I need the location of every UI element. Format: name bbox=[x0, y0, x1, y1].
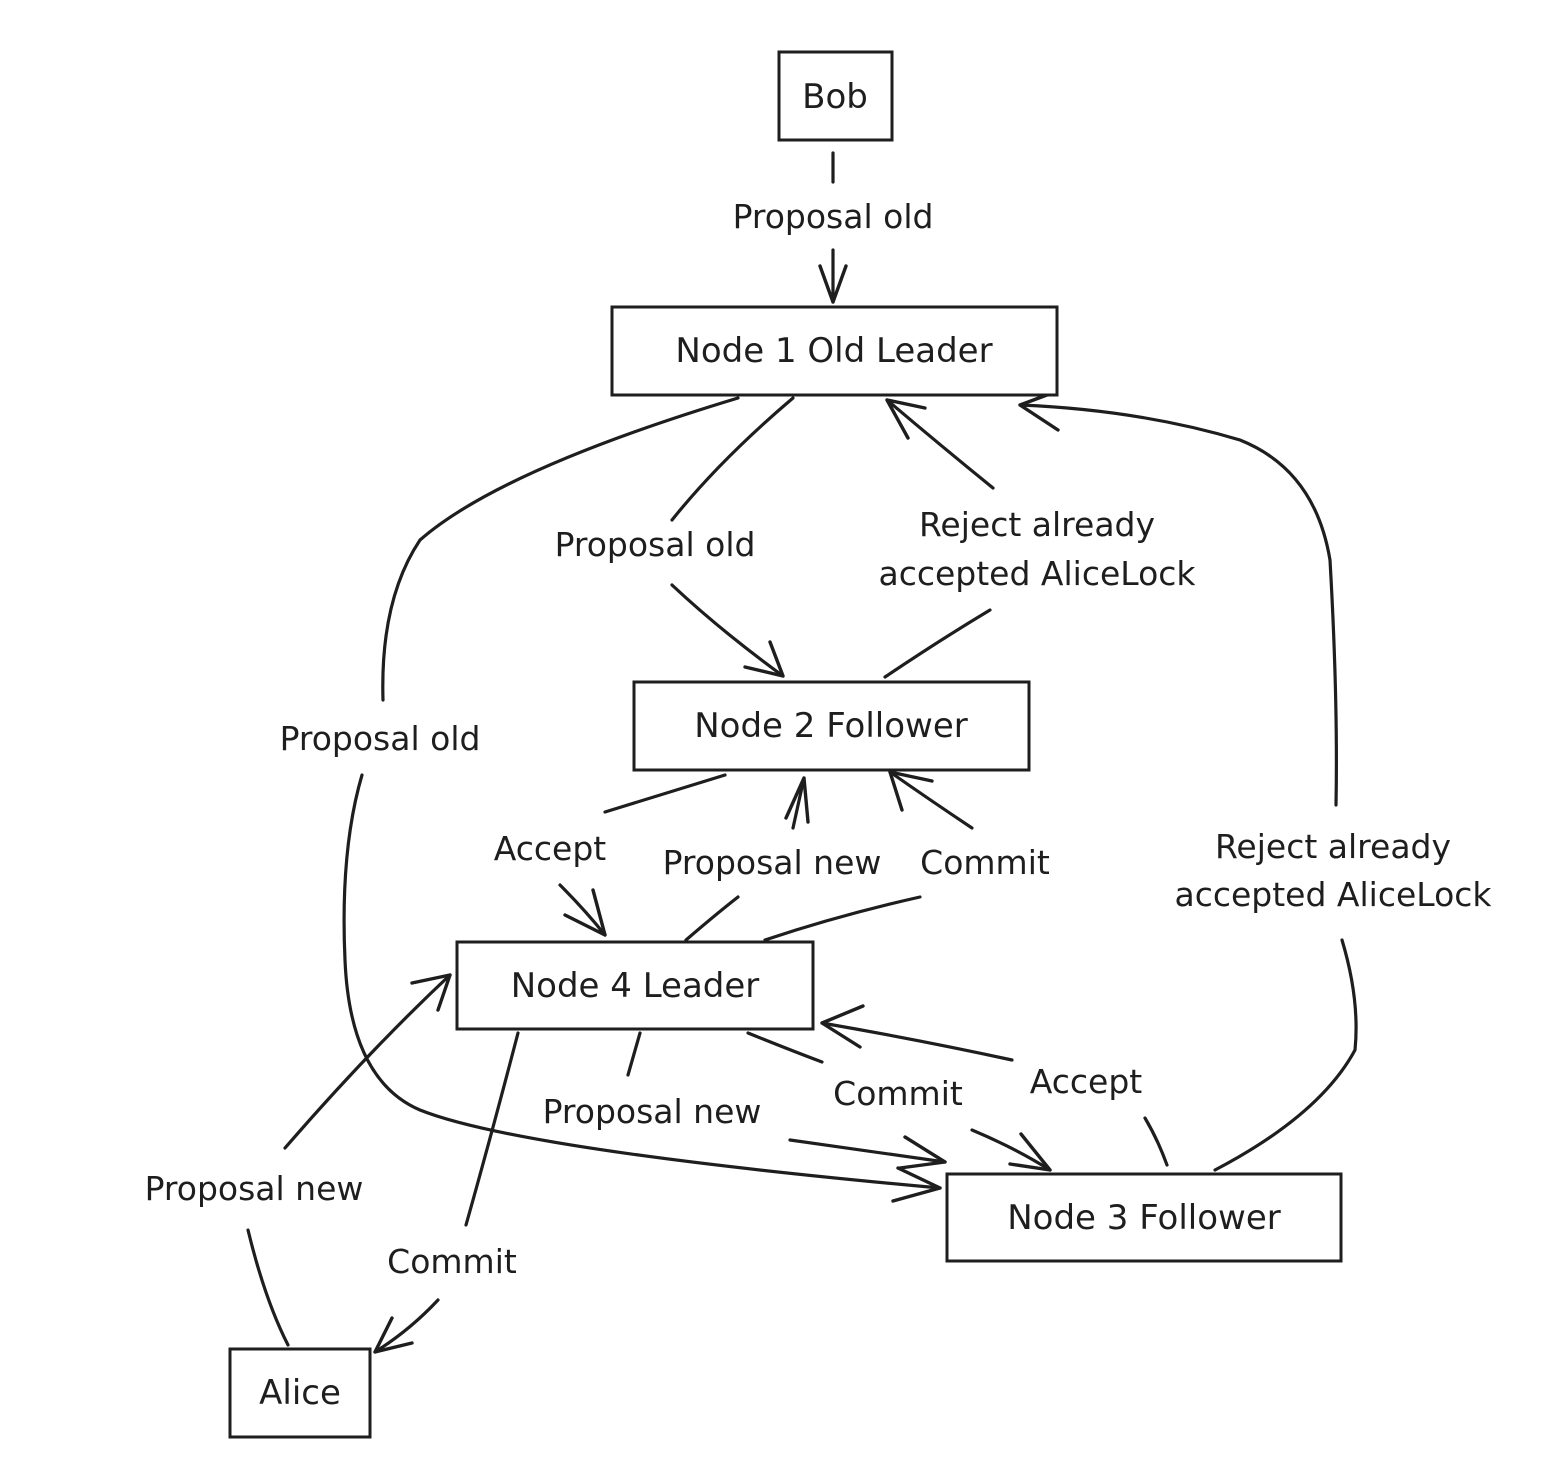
node-3-follower[interactable]: Node 3 Follower bbox=[945, 1172, 1343, 1263]
edge-node1-to-node2 bbox=[670, 396, 795, 678]
node-2-follower[interactable]: Node 2 Follower bbox=[632, 680, 1031, 772]
edge-node2-to-node4 bbox=[558, 773, 727, 937]
edge-node1-to-node3 bbox=[342, 396, 942, 1203]
edge-bob-to-node1 bbox=[818, 151, 848, 304]
edge-node4-to-node2-proposal bbox=[684, 776, 810, 942]
edge-label-node1-node2: Proposal old bbox=[555, 525, 756, 564]
edge-label-node4-node2-commit: Commit bbox=[920, 843, 1050, 882]
edge-node4-to-alice bbox=[373, 1031, 520, 1354]
node-1-old-leader[interactable]: Node 1 Old Leader bbox=[610, 305, 1059, 397]
edge-label-node4-node2-proposal: Proposal new bbox=[663, 843, 882, 882]
node-bob-label: Bob bbox=[802, 77, 868, 117]
edge-label-node2-node4: Accept bbox=[494, 829, 607, 868]
node-4-label: Node 4 Leader bbox=[511, 966, 760, 1006]
edge-node4-to-node3-proposal bbox=[626, 1031, 947, 1170]
edge-label-alice-node4: Proposal new bbox=[145, 1169, 364, 1208]
edge-label-node4-node3-commit: Commit bbox=[833, 1074, 963, 1113]
edge-label-node4-node3-proposal: Proposal new bbox=[543, 1092, 762, 1131]
edge-label-node1-node3: Proposal old bbox=[280, 719, 481, 758]
edge-label-node3-node1-line2: accepted AliceLock bbox=[1174, 875, 1492, 914]
edge-node4-to-node3-commit bbox=[746, 1031, 1052, 1172]
node-alice[interactable]: Alice bbox=[228, 1347, 372, 1439]
node-3-label: Node 3 Follower bbox=[1007, 1198, 1281, 1238]
edge-label-bob-node1: Proposal old bbox=[733, 197, 934, 236]
edge-label-node2-node1-line2: accepted AliceLock bbox=[878, 554, 1196, 593]
node-alice-label: Alice bbox=[259, 1373, 341, 1413]
edge-node4-to-node2-commit bbox=[763, 770, 974, 942]
edge-label-node4-alice: Commit bbox=[387, 1242, 517, 1281]
edge-label-node3-node1-line1: Reject already bbox=[1215, 827, 1451, 866]
edge-alice-to-node4 bbox=[246, 973, 452, 1347]
edge-node3-to-node4 bbox=[820, 1004, 1169, 1167]
node-1-label: Node 1 Old Leader bbox=[675, 331, 992, 371]
edge-node2-to-node1 bbox=[883, 398, 995, 679]
edge-label-node3-node4: Accept bbox=[1030, 1062, 1143, 1101]
node-2-label: Node 2 Follower bbox=[694, 706, 968, 746]
edge-label-node2-node1-line1: Reject already bbox=[919, 505, 1155, 544]
node-bob[interactable]: Bob bbox=[777, 50, 894, 142]
node-4-leader[interactable]: Node 4 Leader bbox=[455, 940, 815, 1031]
